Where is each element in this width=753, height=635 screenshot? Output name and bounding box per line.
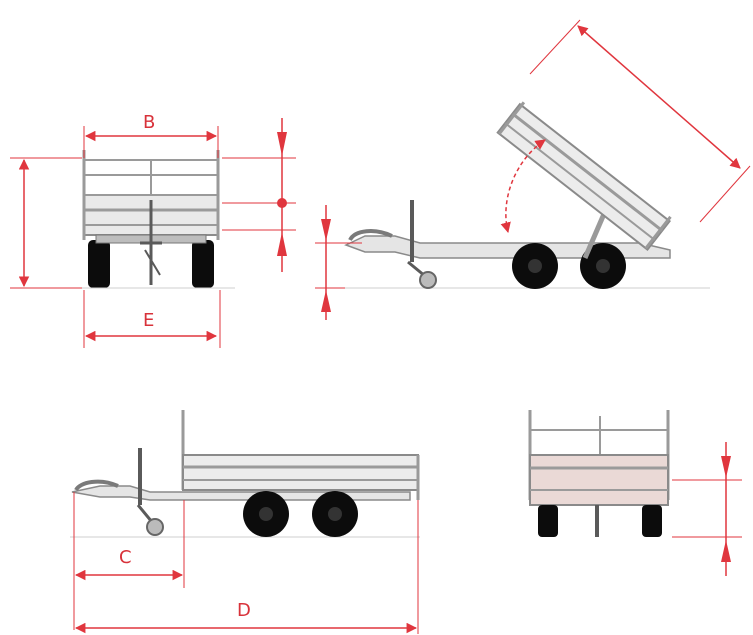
dim-d-label: D (237, 600, 251, 621)
dim-tip-angle-arc (500, 139, 546, 234)
dim-side-height-dot (277, 198, 287, 208)
dim-tip-length-line (577, 25, 741, 169)
dim-c-label: C (119, 547, 132, 568)
tipping-side-view (315, 19, 751, 320)
front-right-wheel (192, 240, 214, 288)
side-body-panel (182, 454, 419, 491)
rear-view (528, 410, 742, 576)
tipped-body (496, 102, 671, 251)
side-view: C D (70, 410, 420, 634)
rear-left-wheel (538, 505, 558, 537)
dim-b-label: B (143, 112, 155, 133)
dim-e-label: E (143, 310, 154, 331)
rear-tailgate (529, 454, 669, 506)
rear-right-wheel (642, 505, 662, 537)
front-view: B E (10, 112, 296, 348)
front-left-wheel (88, 240, 110, 288)
